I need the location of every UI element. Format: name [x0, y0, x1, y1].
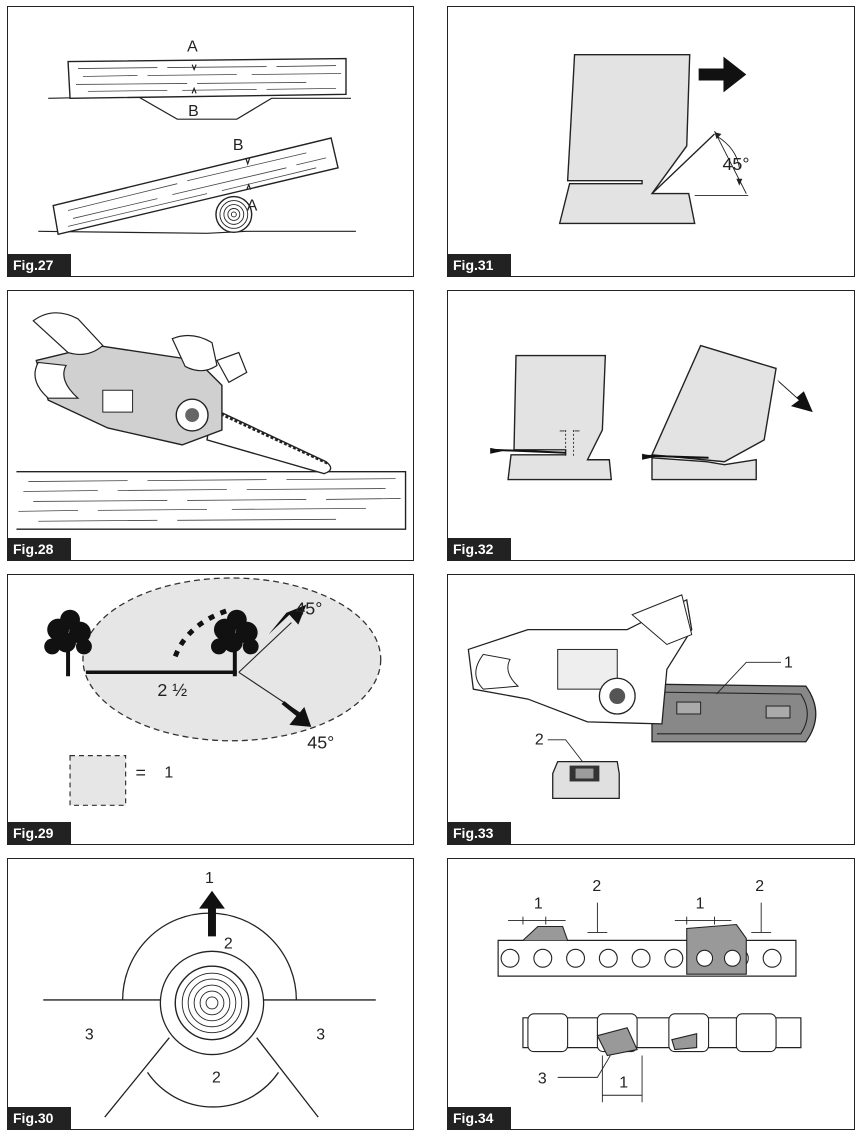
figure-caption: Fig.34	[448, 1107, 512, 1129]
hinge-cut-illustration	[490, 344, 813, 481]
label-a-top: A	[187, 39, 198, 56]
figure-caption: Fig.31	[448, 254, 512, 276]
legend-number: 1	[164, 764, 173, 781]
distance-label: 2 ½	[157, 680, 187, 700]
dim-label-1-left: 1	[534, 896, 543, 913]
part-label-2: 2	[535, 732, 544, 749]
dim-label-2-left: 2	[592, 878, 601, 895]
label-a-bottom: A	[247, 197, 258, 214]
figure-27-panel: A B B A Fig.27	[7, 6, 414, 277]
felling-notch-illustration: 45°	[558, 53, 749, 225]
dim-label-1-right: 1	[696, 896, 705, 913]
figure-caption: Fig.30	[8, 1107, 72, 1129]
figure-caption: Fig.28	[8, 538, 72, 560]
label-b-top: B	[188, 103, 199, 120]
chainsaw-cutting-log-illustration	[16, 312, 407, 530]
dim-label-1-bottom: 1	[619, 1074, 628, 1091]
angle-label: 45°	[722, 154, 749, 174]
figure-caption: Fig.33	[448, 822, 512, 844]
zone-label-top: 2	[224, 935, 233, 952]
figure-29-panel: 45° 45° 2 ½ = 1 Fig.29	[7, 574, 414, 845]
angle-label-top: 45°	[295, 599, 322, 619]
arrow-label: 1	[205, 870, 214, 887]
felling-zone-illustration: 45° 45° 2 ½ = 1	[44, 577, 382, 806]
figure-28-panel: Fig.28	[7, 290, 414, 561]
bucking-zones-illustration: 1 2 2 3 3	[43, 870, 376, 1118]
figure-34-panel: 1 2 1 2 1 3 Fig.34	[447, 858, 855, 1130]
figure-30-panel: 1 2 2 3 3 Fig.30	[7, 858, 414, 1130]
saw-chain-detail-illustration: 1 2 1 2 1 3	[497, 878, 802, 1103]
zone-label-right: 3	[316, 1027, 325, 1044]
figure-31-panel: 45° Fig.31	[447, 6, 855, 277]
legend-swatch	[69, 755, 127, 806]
part-label-3: 3	[538, 1070, 547, 1087]
figure-33-panel: 1 2 Fig.33	[447, 574, 855, 845]
figure-caption: Fig.29	[8, 822, 72, 844]
dim-label-2-right: 2	[755, 878, 764, 895]
label-b-bottom: B	[233, 137, 244, 154]
log-support-illustration: A B B A	[38, 39, 356, 236]
part-label-1: 1	[784, 654, 793, 671]
figure-caption: Fig.27	[8, 254, 72, 276]
figure-32-panel: Fig.32	[447, 290, 855, 561]
chainsaw-battery-illustration: 1 2	[467, 594, 817, 799]
figure-caption: Fig.32	[448, 538, 512, 560]
legend-equals: =	[136, 762, 146, 782]
angle-label-bottom: 45°	[307, 733, 334, 753]
zone-label-left: 3	[85, 1027, 94, 1044]
zone-label-bottom: 2	[212, 1069, 221, 1086]
